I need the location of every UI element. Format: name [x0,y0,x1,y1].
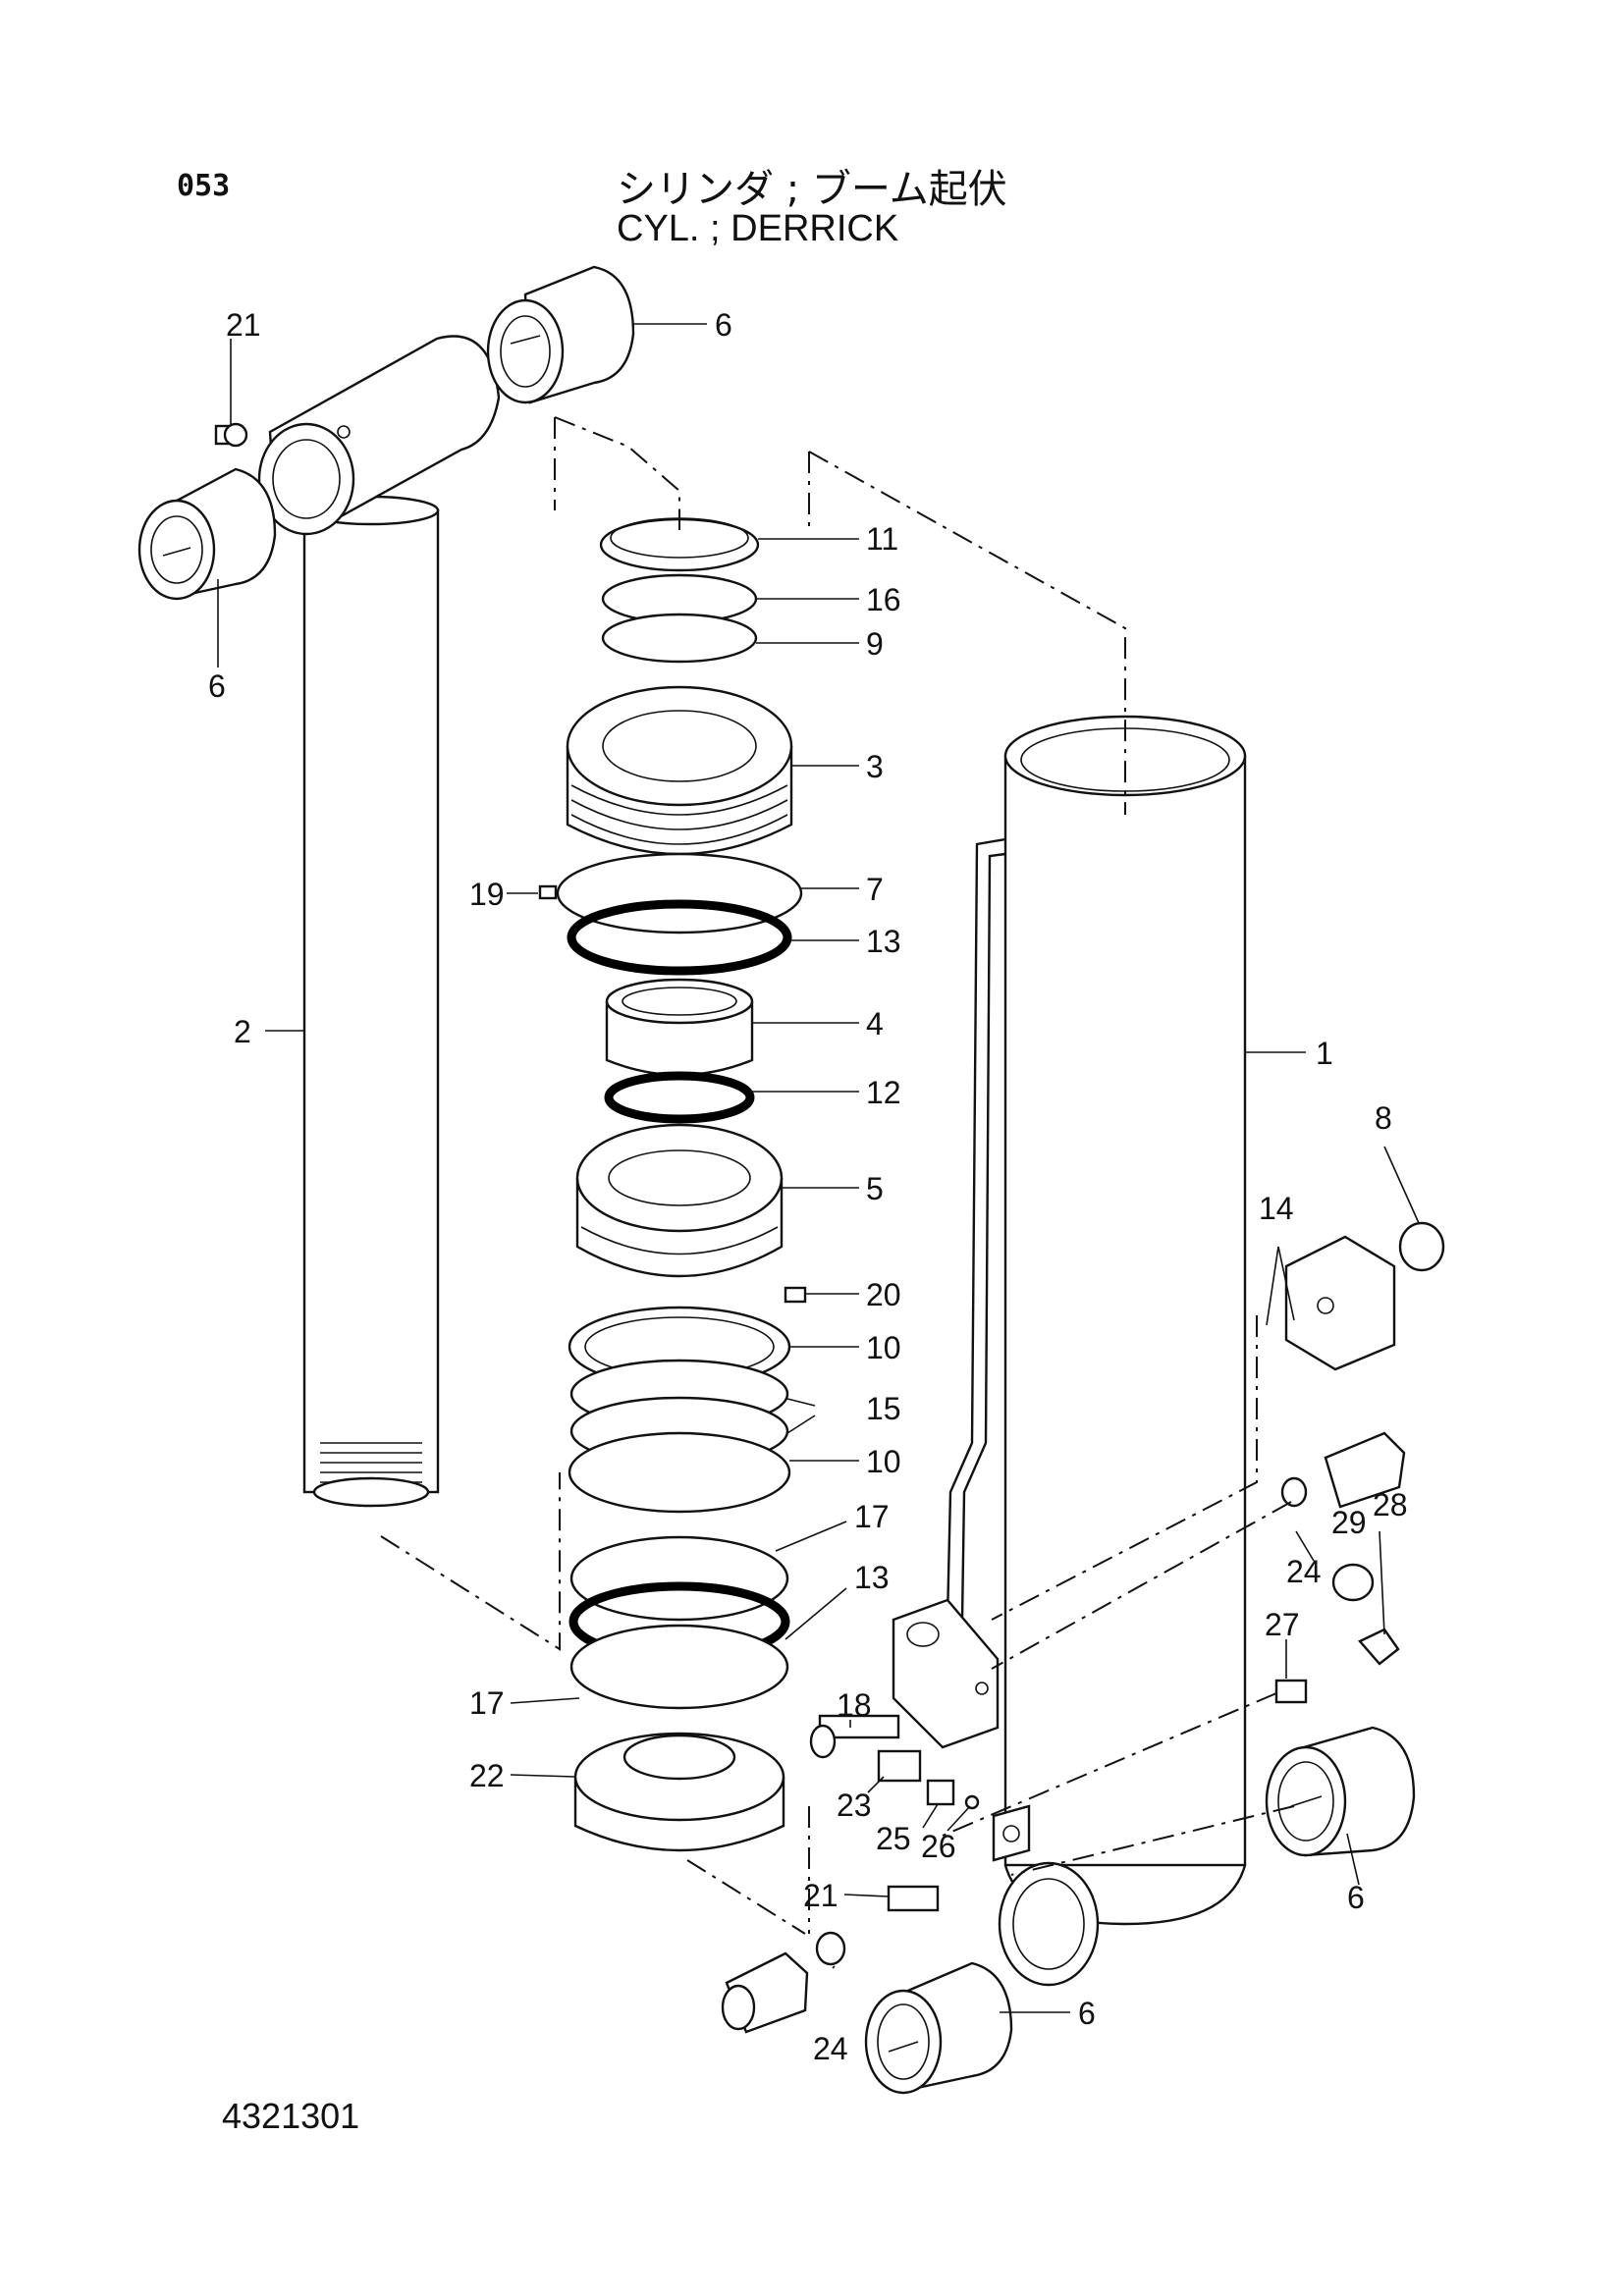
part-8-plug [1398,1221,1445,1272]
part-13-oring-upper [567,899,792,976]
callout-17-lower: 17 [469,1685,505,1721]
part-6-bushing-left [137,467,277,601]
callout-1: 1 [1316,1036,1333,1071]
part-6-bushing-top [486,265,635,404]
part-10-wear-ring-lower [568,1431,791,1514]
part-19-set-screw [538,884,558,900]
callout-10-lower: 10 [866,1444,901,1479]
part-21-grease-fitting-top [214,422,248,448]
callout-labels: 21 6 6 11 16 9 3 19 7 13 4 12 5 20 10 15… [208,307,1408,2066]
callout-28: 28 [1373,1487,1408,1522]
callout-8: 8 [1375,1100,1392,1136]
part-12-oring [604,1071,755,1124]
callout-21-bottom: 21 [803,1878,839,1913]
part-2-rod-eye [257,335,501,536]
part-17-ring-lower [569,1624,789,1710]
title-english: CYL. ; DERRICK [617,208,899,249]
part-23-fitting [877,1749,922,1783]
part-5-piston [575,1123,784,1278]
part-17-ring-upper [569,1535,789,1622]
callout-27: 27 [1265,1607,1300,1642]
callout-20: 20 [866,1277,901,1312]
part-24-oring-right [1280,1476,1308,1508]
callout-23: 23 [837,1788,872,1823]
callout-13-upper: 13 [866,924,901,959]
part-9-ring [601,613,758,664]
part-26-ball [964,1794,980,1810]
callout-21-top: 21 [226,307,261,343]
callout-6-top: 6 [715,307,732,343]
callout-24-right: 24 [1286,1554,1322,1589]
callout-24-bottom: 24 [813,2031,848,2066]
callout-4: 4 [866,1006,884,1041]
part-29-nut [1331,1563,1375,1602]
callout-7: 7 [866,872,884,907]
callout-29: 29 [1331,1505,1367,1540]
part-14-block [1284,1235,1396,1371]
callout-14: 14 [1259,1191,1294,1226]
callout-15: 15 [866,1391,901,1426]
part-1-cylinder-tube [892,715,1247,1987]
callout-6-bottom: 6 [1078,1996,1096,2031]
callout-3: 3 [866,749,884,784]
part-4-bushing [605,978,754,1077]
part-3-cylinder-head [566,685,793,856]
part-24-oring-bottom [815,1931,846,1966]
part-27-fitting [1274,1679,1308,1704]
leader-lines [217,323,1420,2013]
callout-18: 18 [837,1687,872,1723]
part-21-grease-fitting-bottom [887,1885,940,1912]
assembly-lines [380,416,1295,1935]
part-28-adapter [1358,1628,1400,1666]
callout-26: 26 [921,1829,956,1864]
part-25-nut [926,1779,955,1806]
title-japanese: シリンダ ; ブーム起伏 [617,167,1007,212]
callout-10-upper: 10 [866,1330,901,1365]
callout-13-lower: 13 [854,1560,890,1595]
callout-19: 19 [469,877,505,912]
callout-16: 16 [866,582,901,617]
part-6-bushing-bottom [864,1961,1013,2095]
part-18-bolt [809,1714,900,1759]
check-valve-bottom [721,1951,809,2034]
callout-22: 22 [469,1758,505,1793]
callout-11: 11 [866,521,898,557]
page-number: 053 [177,169,231,203]
callout-9: 9 [866,626,884,662]
part-20-set-screw [784,1286,807,1304]
callout-17-upper: 17 [854,1499,890,1534]
part-22-piston-nut [573,1732,785,1852]
callout-2: 2 [234,1014,251,1049]
coupler-right [1324,1431,1406,1509]
part-2-piston-rod [302,495,440,1508]
callout-25: 25 [876,1821,911,1856]
drawing-code: 4321301 [222,2096,360,2136]
callout-6-right: 6 [1347,1880,1365,1915]
callout-12: 12 [866,1075,901,1110]
callout-6-left: 6 [208,668,226,704]
part-6-bushing-right [1265,1726,1416,1857]
callout-5: 5 [866,1171,884,1206]
